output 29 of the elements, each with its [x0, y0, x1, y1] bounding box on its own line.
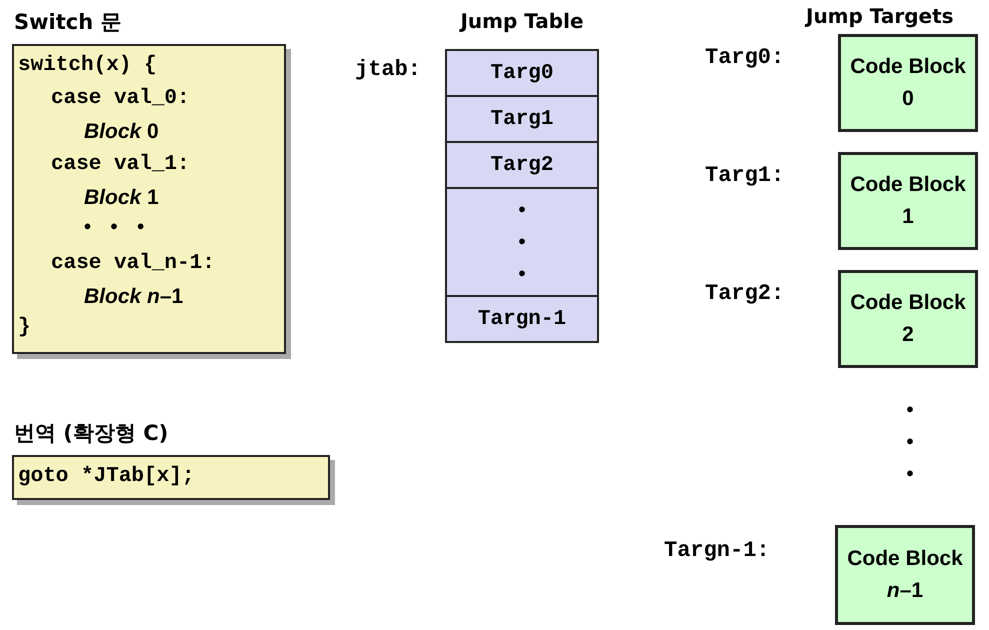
block-label: Code Block 0: [849, 54, 967, 112]
ellipsis-dots: • • •: [84, 216, 144, 239]
code-line: Block n–1: [84, 285, 184, 309]
code-line: case val_n-1:: [51, 252, 215, 275]
code-line: case val_1:: [51, 153, 190, 176]
ellipsis-dots: • • •: [905, 398, 914, 487]
table-cell: Targn-1: [447, 297, 597, 341]
code-line: }: [18, 316, 31, 339]
block-label: Code Block n–1: [846, 546, 964, 604]
code-line: Block 0: [84, 120, 159, 144]
address-label: Targ0:: [705, 45, 784, 70]
code-line: case val_0:: [51, 87, 190, 110]
address-label: jtab:: [355, 57, 422, 82]
code-line: switch(x) {: [18, 54, 157, 77]
address-label: Targn-1:: [664, 538, 770, 563]
block-label: Code Block 2: [849, 290, 967, 348]
address-label: Targ1:: [705, 163, 784, 188]
table-cell: Targ0: [447, 51, 597, 95]
table-cell: Targ1: [447, 97, 597, 141]
block-label: Code Block 1: [849, 172, 967, 230]
address-label: Targ2:: [705, 281, 784, 306]
heading: 번역 (확장형 C): [14, 420, 168, 447]
code-line: goto *JTab[x];: [18, 465, 194, 488]
heading: Switch 문: [14, 9, 122, 36]
code-line: Block 1: [84, 186, 159, 210]
heading: Jump Targets: [806, 4, 954, 28]
table-cell: Targ2: [447, 143, 597, 187]
heading: Jump Table: [458, 9, 585, 33]
table-cell: • • •: [447, 189, 597, 295]
